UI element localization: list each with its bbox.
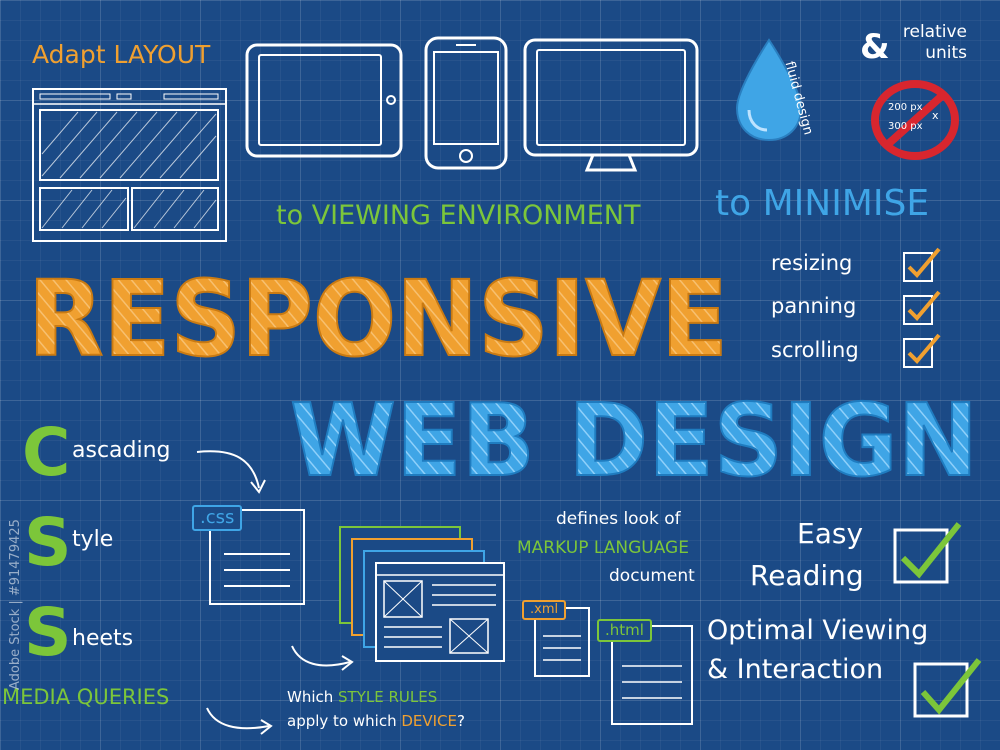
cascading-text: ascading bbox=[72, 438, 171, 463]
checkbox-checked-icon bbox=[903, 333, 941, 368]
css-file-icon bbox=[209, 509, 305, 605]
minimise-heading: to MINIMISE bbox=[715, 183, 930, 224]
checkbox-checked-icon bbox=[913, 658, 982, 718]
question-which: Which bbox=[287, 688, 339, 706]
adapt-layout-text: Adapt LAYOUT bbox=[32, 40, 211, 69]
prohibited-sign-icon bbox=[871, 80, 959, 160]
desktop-monitor-icon bbox=[523, 38, 699, 172]
html-file-icon bbox=[611, 625, 693, 725]
curved-arrow-icon bbox=[206, 707, 273, 735]
sign-text-width: 200 px bbox=[888, 102, 923, 113]
html-file-tag: .html bbox=[597, 619, 652, 642]
smartphone-icon bbox=[424, 36, 508, 170]
question-line1: Which STYLE RULES bbox=[287, 690, 437, 705]
curved-arrow-icon bbox=[196, 450, 266, 494]
wireframe-layout-icon bbox=[32, 88, 227, 242]
minimise-item-resizing: resizing bbox=[771, 251, 853, 275]
stock-watermark: Adobe Stock | #91479425 bbox=[8, 519, 23, 690]
easy-text: Easy bbox=[797, 517, 864, 550]
sign-text-height: 300 px bbox=[888, 121, 923, 132]
question-apply: apply to which bbox=[287, 712, 402, 730]
device-text: DEVICE bbox=[401, 712, 458, 730]
responsive-text: RESPONSIVE bbox=[28, 258, 728, 380]
reading-text: Reading bbox=[750, 559, 864, 592]
checkbox-checked-icon bbox=[893, 522, 962, 584]
markup-language-text: MARKUP LANGUAGE bbox=[517, 538, 689, 558]
question-mark: ? bbox=[457, 712, 465, 730]
relative-units-text: relative units bbox=[902, 22, 967, 64]
minimise-item-panning: panning bbox=[771, 294, 857, 318]
css-file-tag: .css bbox=[192, 505, 243, 531]
optimal-viewing-text: Optimal Viewing bbox=[707, 615, 929, 646]
sign-text-x: x bbox=[932, 109, 939, 122]
ampersand-text: & bbox=[860, 27, 890, 67]
sheets-text: heets bbox=[72, 626, 134, 651]
viewing-environment-text: to VIEWING ENVIRONMENT bbox=[276, 200, 641, 231]
checkbox-checked-icon bbox=[903, 247, 941, 282]
curved-arrow-icon bbox=[291, 645, 354, 671]
css-letter-s1: S bbox=[24, 504, 72, 581]
style-text: tyle bbox=[72, 527, 114, 552]
style-rules-text: STYLE RULES bbox=[338, 688, 438, 706]
tablet-icon bbox=[245, 43, 403, 158]
stacked-pages-icon bbox=[339, 526, 505, 662]
defines-text-line1: defines look of bbox=[556, 509, 681, 529]
question-line2: apply to which DEVICE? bbox=[287, 714, 465, 729]
defines-text-line3: document bbox=[609, 566, 695, 586]
water-drop-icon bbox=[735, 38, 803, 142]
web-design-text: WEB DESIGN bbox=[290, 382, 978, 499]
checkbox-checked-icon bbox=[903, 290, 941, 325]
interaction-text: & Interaction bbox=[707, 654, 884, 685]
media-queries-text: MEDIA QUERIES bbox=[2, 685, 170, 709]
css-letter-c: C bbox=[22, 414, 71, 491]
minimise-item-scrolling: scrolling bbox=[771, 338, 859, 362]
css-letter-s2: S bbox=[24, 594, 72, 671]
xml-file-tag: .xml bbox=[522, 600, 567, 621]
